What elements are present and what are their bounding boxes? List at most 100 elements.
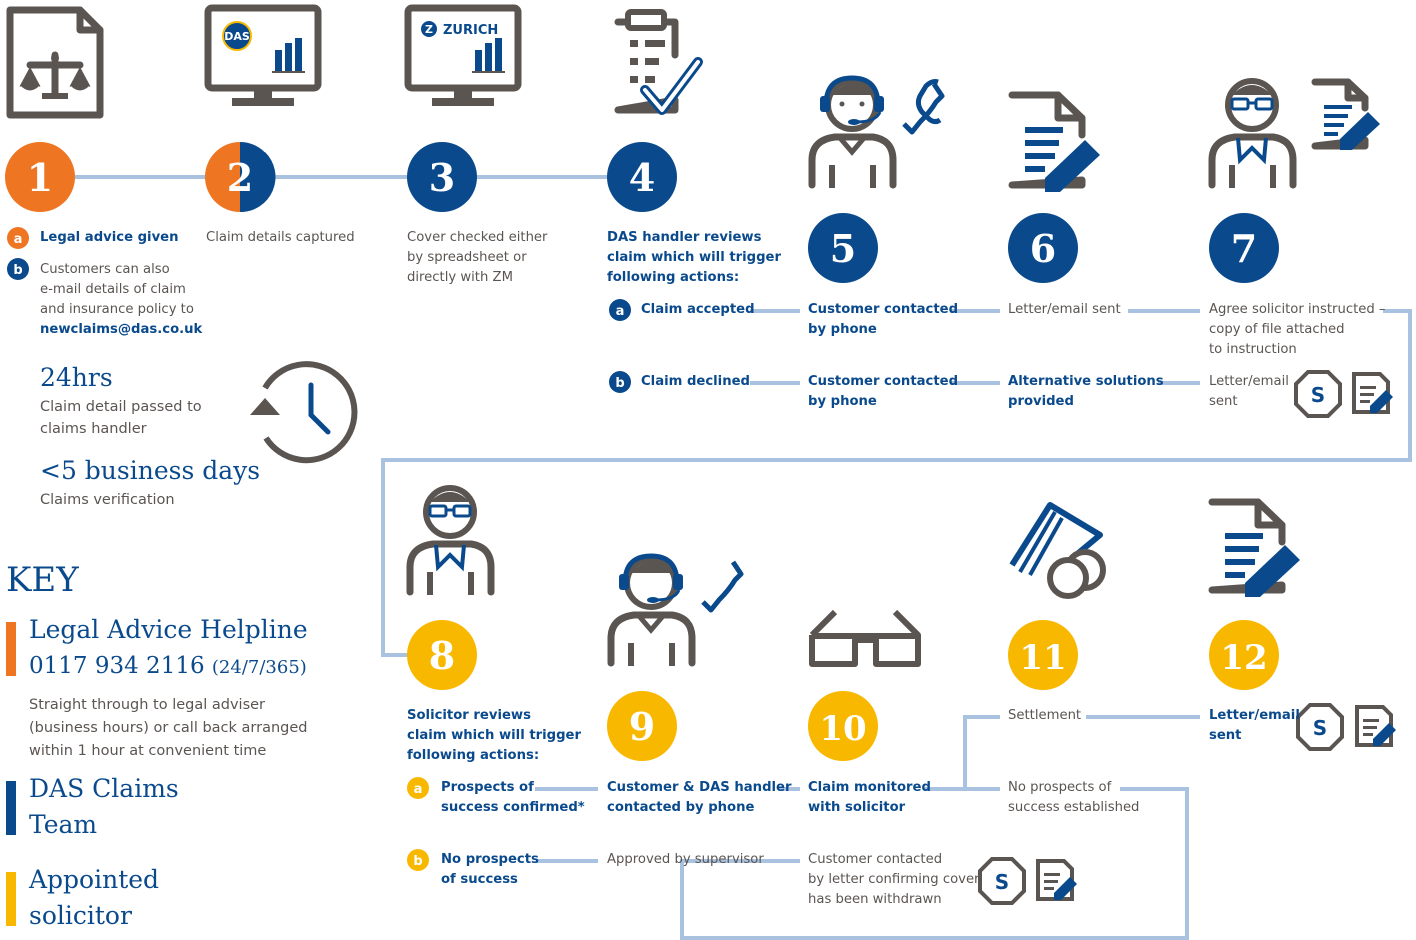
step4-option-b: Claim declined	[641, 374, 750, 389]
row8b-c10-line1: Customer contacted	[808, 852, 943, 867]
step3-line2: by spreadsheet or	[407, 250, 527, 265]
connectors	[75, 175, 1412, 940]
row8a-settlement: Settlement	[1008, 708, 1082, 723]
zurich-logo-mark: Z	[425, 23, 433, 36]
row4b-c5-line2: by phone	[808, 394, 877, 409]
timing-5-days-text: Claims verification	[40, 492, 175, 508]
step-1-number: 1	[27, 155, 53, 200]
step8-option-a-line1: Prospects of	[441, 780, 534, 795]
key-helpline-desc-3: within 1 hour at convenient time	[29, 743, 267, 759]
row4a-c7-line2: copy of file attached	[1209, 322, 1345, 337]
badge-a-1: a	[14, 232, 23, 247]
glasses-icon	[809, 609, 921, 667]
step1-option-b-line1: Customers can also	[40, 262, 170, 277]
timing-5-days: <5 business days	[40, 456, 261, 485]
das-monitor-icon	[204, 4, 322, 106]
key-helpline: Legal Advice Helpline	[29, 615, 308, 644]
key-solicitor-1: Appointed	[29, 865, 160, 894]
step4-line3: following actions:	[607, 270, 740, 285]
call-handler-icon-2	[607, 553, 744, 667]
row8a-c9-line2: contacted by phone	[607, 800, 755, 815]
step4-option-a: Claim accepted	[641, 302, 755, 317]
claims-email-link[interactable]: newclaims@das.co.uk	[40, 322, 203, 337]
badge-b-4: b	[615, 376, 624, 391]
row8a-c10-line2: with solicitor	[808, 800, 906, 815]
row4a-c7-line3: to instruction	[1209, 342, 1297, 357]
row8a-c10-line1: Claim monitored	[808, 780, 931, 795]
cards-coins-icon	[1009, 502, 1106, 599]
step-6-number: 6	[1030, 226, 1056, 271]
step1-option-b-line2: e-mail details of claim	[40, 282, 186, 297]
key-phone-hours: (24/7/365)	[211, 657, 307, 678]
step8-line3: following actions:	[407, 748, 540, 763]
row4b-c7-line2: sent	[1209, 394, 1238, 409]
row8a-no-prospects-line1: No prospects of	[1008, 780, 1112, 795]
row4b-c7-line1: Letter/email	[1209, 374, 1289, 389]
clock-history-icon	[250, 361, 358, 464]
key-das-team-2: Team	[29, 810, 98, 839]
document-pencil-icon-2	[1208, 498, 1300, 597]
row4a-c6: Letter/email sent	[1008, 302, 1121, 317]
zurich-monitor-icon	[404, 4, 522, 106]
solicitor-badge-1: S	[1311, 383, 1325, 407]
legal-document-icon	[6, 6, 104, 119]
key-yellow-bar	[6, 872, 16, 926]
step1-option-b-line3: and insurance policy to	[40, 302, 194, 317]
row4b-c5-line1: Customer contacted	[808, 374, 959, 389]
badge-a-8: a	[414, 782, 423, 797]
solicitor-icon	[406, 485, 495, 596]
row8a-c12-line2: sent	[1209, 728, 1242, 743]
solicitor-badge-3: S	[995, 870, 1009, 894]
row8a-c9-line1: Customer & DAS handler	[607, 780, 792, 795]
document-pencil-icon	[1008, 91, 1100, 192]
row8b-c10-line3: has been withdrawn	[808, 892, 942, 907]
zurich-logo: ZURICH	[443, 23, 498, 38]
call-handler-icon	[808, 75, 945, 189]
timing-24hrs-line2: claims handler	[40, 421, 147, 437]
key-helpline-desc-2: (business hours) or call back arranged	[29, 720, 308, 736]
key-helpline-desc-1: Straight through to legal adviser	[29, 697, 266, 713]
step4-line2: claim which will trigger	[607, 250, 781, 265]
solicitor-badge-2: S	[1313, 716, 1327, 740]
step-12-number: 12	[1220, 638, 1267, 678]
clipboard-check-icon	[614, 9, 703, 115]
step-3-number: 3	[429, 155, 455, 200]
row8b-c9: Approved by supervisor	[607, 852, 764, 867]
key-blue-bar	[6, 781, 16, 835]
step1-option-a: Legal advice given	[40, 230, 179, 245]
key-title: KEY	[6, 560, 79, 600]
step8-option-b-line2: of success	[441, 872, 518, 887]
step-5-number: 5	[830, 226, 856, 271]
key-das-team-1: DAS Claims	[29, 774, 179, 803]
step8-option-a-line2: success confirmed*	[441, 800, 585, 815]
step-2-number: 2	[227, 155, 253, 200]
key-phone[interactable]: 0117 934 2116 (24/7/365)	[29, 653, 307, 679]
step8-option-b-line1: No prospects	[441, 852, 539, 867]
step-11-number: 11	[1019, 638, 1066, 678]
solicitor-octagon-icon	[978, 370, 1344, 905]
key-orange-bar	[6, 622, 16, 676]
step-4-number: 4	[629, 155, 655, 200]
row8a-no-prospects-line2: success established	[1008, 800, 1140, 815]
row8b-c10-line2: by letter confirming cover	[808, 872, 980, 887]
option-badges	[7, 227, 631, 871]
step-8-number: 8	[429, 633, 455, 678]
badge-a-4: a	[616, 304, 625, 319]
step3-line3: directly with ZM	[407, 270, 513, 285]
badge-b-8: b	[413, 854, 422, 869]
timing-24hrs: 24hrs	[40, 363, 113, 392]
key-solicitor-2: solicitor	[29, 901, 132, 930]
row4a-c7-line1: Agree solicitor instructed –	[1209, 302, 1386, 317]
step4-line1: DAS handler reviews	[607, 230, 762, 245]
step-9-number: 9	[629, 704, 655, 749]
step-10-number: 10	[819, 709, 866, 749]
step-7-number: 7	[1231, 226, 1257, 271]
small-document-icons	[1036, 372, 1396, 901]
row4b-c6-line2: provided	[1008, 394, 1074, 409]
row8a-c12-line1: Letter/email	[1209, 708, 1300, 723]
timing-24hrs-line1: Claim detail passed to	[40, 399, 202, 415]
row4a-c5-line2: by phone	[808, 322, 877, 337]
step8-line2: claim which will trigger	[407, 728, 581, 743]
step3-line1: Cover checked either	[407, 230, 548, 245]
step-circles	[5, 142, 1279, 761]
